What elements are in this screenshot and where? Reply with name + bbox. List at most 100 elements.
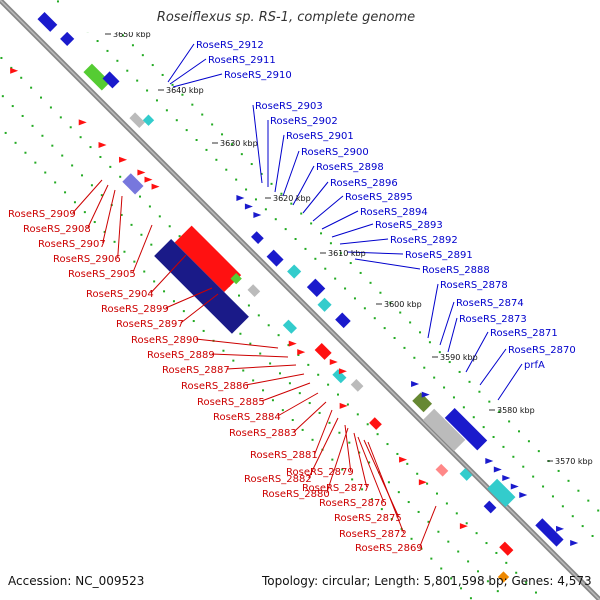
- tick-dot: [161, 73, 164, 76]
- tick-dot: [416, 472, 419, 475]
- forward-gene-leader: [282, 150, 300, 197]
- tick-dot: [527, 440, 530, 443]
- tick-dot: [465, 522, 468, 525]
- tick-dot: [232, 359, 235, 362]
- forward-gene-label: RoseRS_2878: [440, 280, 508, 291]
- forward-gene-leader: [252, 104, 263, 184]
- tick-dot: [349, 262, 352, 265]
- tick-dot: [486, 580, 489, 583]
- tick-dot: [435, 492, 438, 495]
- gene-arrow: [510, 483, 519, 490]
- tick-dot: [462, 406, 465, 409]
- kbp-label: 3630 kbp: [220, 139, 258, 148]
- tick-dot: [163, 290, 166, 293]
- reverse-gene-leader: [419, 505, 437, 548]
- tick-dot: [331, 458, 334, 461]
- gene-block: [350, 379, 364, 392]
- tick-dot: [379, 291, 382, 294]
- forward-gene-leader: [439, 301, 455, 346]
- tick-dot: [153, 280, 156, 283]
- forward-gene-label: RoseRS_2892: [390, 235, 458, 246]
- reverse-gene-label: RoseRS_2886: [181, 381, 249, 392]
- gene-arrow: [421, 391, 430, 398]
- map-title: Roseiflexus sp. RS-1, complete genome: [157, 10, 415, 25]
- gene-arrow: [119, 156, 128, 163]
- tick-dot: [353, 297, 356, 300]
- gene-block: [266, 249, 284, 267]
- reverse-gene-label: RoseRS_2877: [302, 483, 370, 494]
- forward-gene-label: RoseRS_2911: [208, 55, 276, 66]
- tick-dot: [172, 300, 175, 303]
- tick-dot: [450, 577, 453, 580]
- reverse-gene-leader: [261, 382, 311, 402]
- tick-dot: [267, 324, 270, 327]
- tick-dot: [120, 213, 123, 216]
- tick-dot: [221, 133, 224, 136]
- gene-arrow: [411, 380, 420, 387]
- forward-gene-leader: [331, 223, 374, 238]
- tick-dot: [373, 317, 376, 320]
- reverse-gene-label: RoseRS_2875: [334, 513, 402, 524]
- tick-dot: [280, 192, 283, 195]
- forward-gene-label: RoseRS_2888: [422, 265, 490, 276]
- tick-dot: [1, 95, 4, 98]
- tick-dot: [348, 441, 351, 444]
- gene-block: [535, 518, 564, 547]
- tick-dot: [423, 366, 426, 369]
- tick-dot: [171, 83, 174, 86]
- tick-dot: [368, 461, 371, 464]
- tick-dot: [287, 344, 290, 347]
- tick-dot: [14, 141, 17, 144]
- kbp-label: 3650 kbp: [113, 30, 151, 39]
- reverse-gene-label: RoseRS_2897: [116, 319, 184, 330]
- gene-block: [230, 272, 242, 285]
- tick-dot: [205, 148, 208, 151]
- tick-dot: [116, 59, 119, 62]
- tick-dot: [393, 336, 396, 339]
- tick-dot: [271, 399, 274, 402]
- tick-dot: [31, 124, 34, 127]
- reverse-gene-leader: [132, 224, 153, 274]
- tick-dot: [89, 146, 92, 149]
- tick-dot: [191, 103, 194, 106]
- tick-dot: [239, 332, 242, 335]
- reverse-gene-label: RoseRS_2869: [355, 543, 423, 554]
- gene-block: [459, 468, 473, 481]
- gene-arrow: [418, 479, 427, 486]
- tick-dot: [478, 390, 481, 393]
- tick-dot: [139, 195, 142, 198]
- tick-dot: [155, 99, 158, 102]
- tick-dot: [369, 281, 372, 284]
- tick-dot: [175, 119, 178, 122]
- forward-gene-leader: [172, 73, 223, 88]
- tick-dot: [420, 547, 423, 550]
- gene-block: [369, 417, 382, 430]
- tick-dot: [359, 271, 362, 274]
- tick-dot: [475, 532, 478, 535]
- tick-dot: [202, 329, 205, 332]
- reverse-gene-leader: [150, 254, 187, 294]
- forward-gene-label: RoseRS_2901: [286, 131, 354, 142]
- accession-text: Accession: NC_009523: [8, 574, 144, 588]
- gene-arrow: [288, 340, 297, 347]
- gene-block: [287, 264, 302, 279]
- gene-arrow: [339, 402, 348, 409]
- tick-dot: [126, 69, 129, 72]
- gene-arrow: [502, 475, 511, 482]
- gene-arrow: [137, 169, 146, 176]
- tick-dot: [525, 581, 528, 584]
- gene-block: [247, 284, 261, 297]
- tick-dot: [437, 530, 440, 533]
- tick-dot: [551, 495, 554, 498]
- tick-dot: [238, 294, 241, 297]
- forward-gene-leader: [497, 363, 523, 401]
- tick-dot: [336, 393, 339, 396]
- forward-gene-leader: [312, 195, 344, 222]
- tick-dot: [49, 106, 52, 109]
- reverse-gene-label: RoseRS_2881: [250, 450, 318, 461]
- gene-arrow: [253, 211, 262, 218]
- tick-dot: [245, 188, 248, 191]
- tick-dot: [469, 597, 472, 600]
- tick-dot: [413, 356, 416, 359]
- tick-dot: [301, 428, 304, 431]
